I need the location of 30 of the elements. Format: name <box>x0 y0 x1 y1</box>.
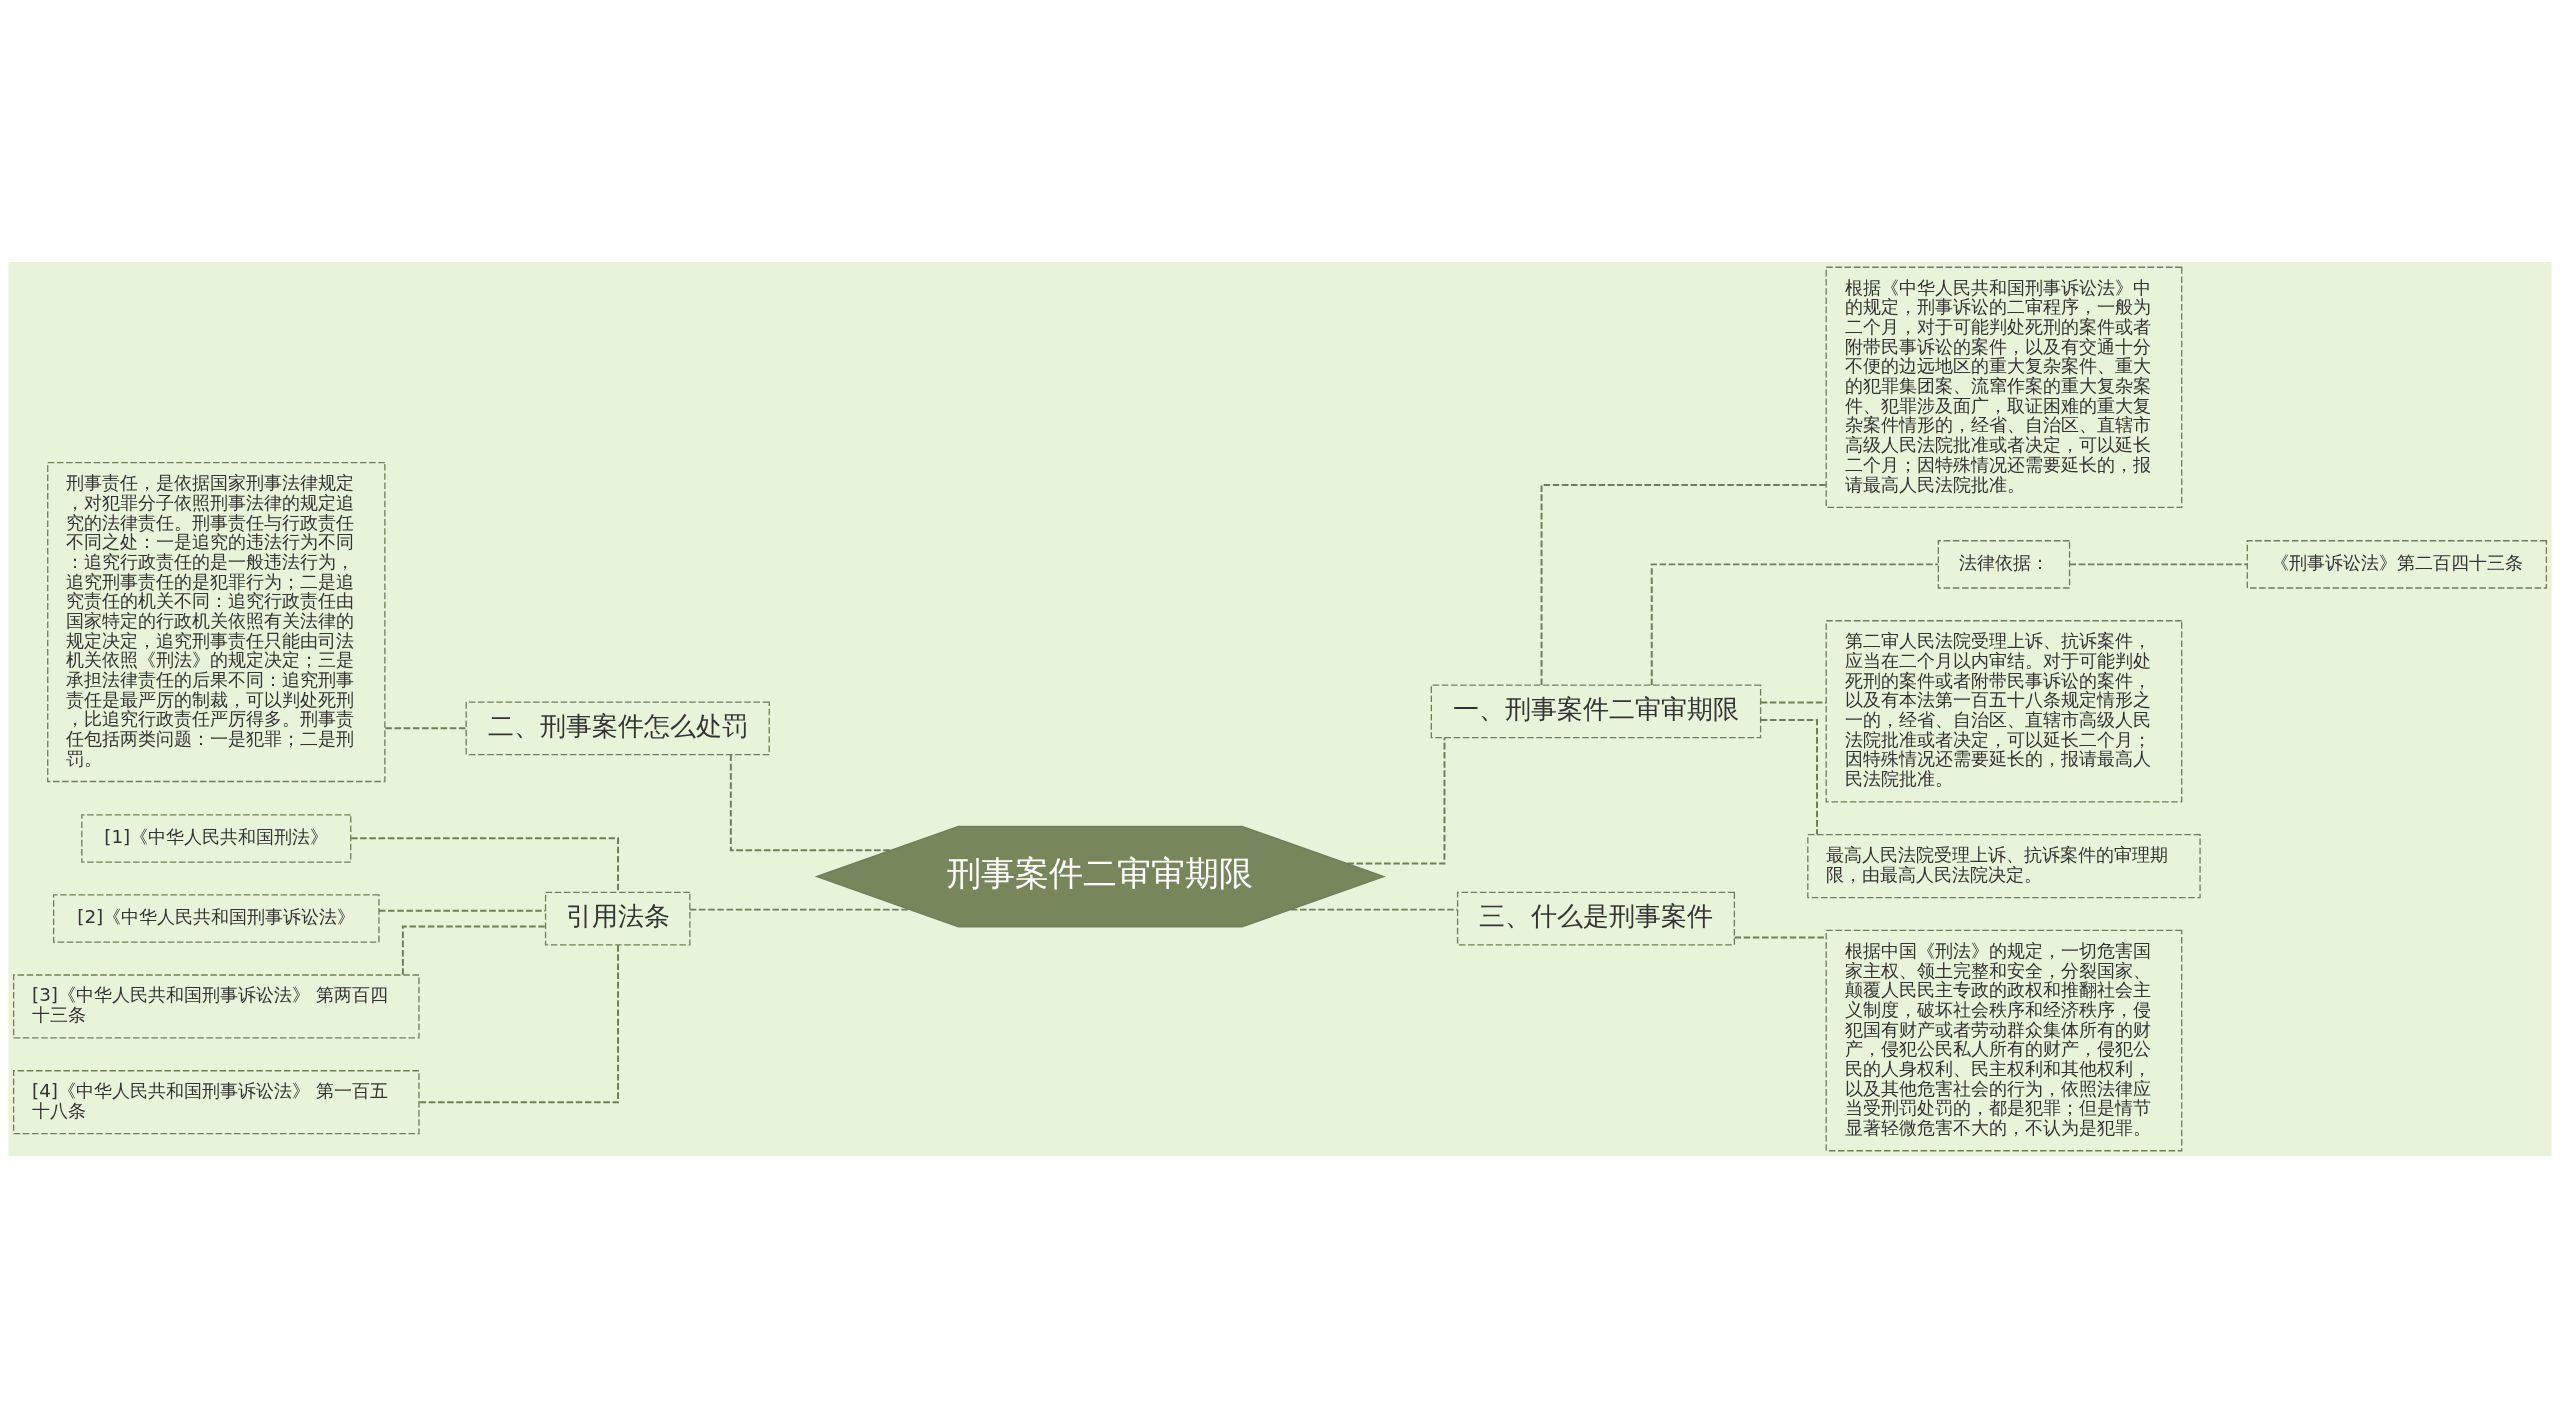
connector <box>401 924 546 976</box>
node-box: [1]《中华人民共和国刑法》 <box>81 813 352 863</box>
node-box: 第二审人民法院受理上诉、抗诉案件，应当在二个月以内审结。对于可能判处死刑的案件或者附带民事诉讼的案件，以及有本法第一百五十八条规定情形之一的，经省、自治区、直辖市高级人民法院批准或者决定，可以延长二个月；因特殊情况还需要延长的，报请最高人民法院批准。 <box>1825 619 2183 802</box>
connector <box>688 908 911 911</box>
node-box: 一、刑事案件二审审期限 <box>1430 683 1762 738</box>
connector <box>1759 718 1818 835</box>
connector <box>378 909 547 912</box>
node-box: [4]《中华人民共和国刑事诉讼法》 第一百五十八条 <box>12 1069 420 1134</box>
node-box: 根据《中华人民共和国刑事诉讼法》中的规定，刑事诉讼的二审程序，一般为二个月，对于可能判处死刑的案件或者附带民事诉讼的案件，以及有交通十分不便的边远地区的重大复杂案件、重大的犯罪集团案、流窜作案的重大复杂案件、犯罪涉及面广，取证困难的重大复杂案件情形的，经省、自治区、直辖市高级人民法院批准或者决定，可以延长二个月；因特殊情况还需要延长的，报请最高人民法院批准。 <box>1825 266 2183 508</box>
node-box: 二、刑事案件怎么处罚 <box>465 700 770 755</box>
node-box: 《刑事诉讼法》第二百四十三条 <box>2246 539 2548 589</box>
node-box: 根据中国《刑法》的规定，一切危害国家主权、领土完整和安全，分裂国家、颠覆人民民主专政的政权和推翻社会主义制度，破坏社会秩序和经济秩序，侵犯国有财产或者劳动群众集体所有的财产，侵犯公民私人所有的财产，侵犯公民的人身权利、民主权利和其他权利，以及其他危害社会的行为，依照法律应当受刑罚处罚的，都是犯罪；但是情节显著轻微危害不大的，不认为是犯罪。 <box>1825 929 2183 1151</box>
node-box: 法律依据： <box>1937 539 2071 589</box>
node-box: 刑事责任，是依据国家刑事法律规定，对犯罪分子依照刑事法律的规定追究的法律责任。刑事责任与行政责任不同之处：一是追究的违法行为不同：追究行政责任的是一般违法行为，追究刑事责任的是犯罪行为；二是追究责任的机关不同：追究行政责任由国家特定的行政机关依照有关法律的规定决定，追究刑事责任只能由司法机关依照《刑法》的规定决定；三是承担法律责任的后果不同：追究刑事责任是最严厉的制裁，可以判处死刑，比追究行政责任严厉得多。刑事责任包括两类问题：一是犯罪；二是刑罚。 <box>47 461 386 782</box>
connector <box>384 726 468 729</box>
node-box: 最高人民法院受理上诉、抗诉案件的审理期限，由最高人民法院决定。 <box>1807 833 2201 898</box>
node-box: 引用法条 <box>544 891 691 945</box>
connector <box>2068 562 2249 565</box>
connector <box>350 836 619 893</box>
connector <box>1289 908 1459 911</box>
connector <box>1650 562 1940 686</box>
connector <box>1759 701 1827 704</box>
connector <box>1346 736 1446 864</box>
connector <box>729 753 892 851</box>
node-box: [2]《中华人民共和国刑事诉讼法》 <box>52 893 380 943</box>
connector <box>1540 483 1828 686</box>
connector <box>418 943 619 1103</box>
node-box: 三、什么是刑事案件 <box>1456 891 1736 945</box>
connector <box>1733 936 1827 939</box>
node-box: [3]《中华人民共和国刑事诉讼法》 第两百四十三条 <box>12 973 420 1039</box>
